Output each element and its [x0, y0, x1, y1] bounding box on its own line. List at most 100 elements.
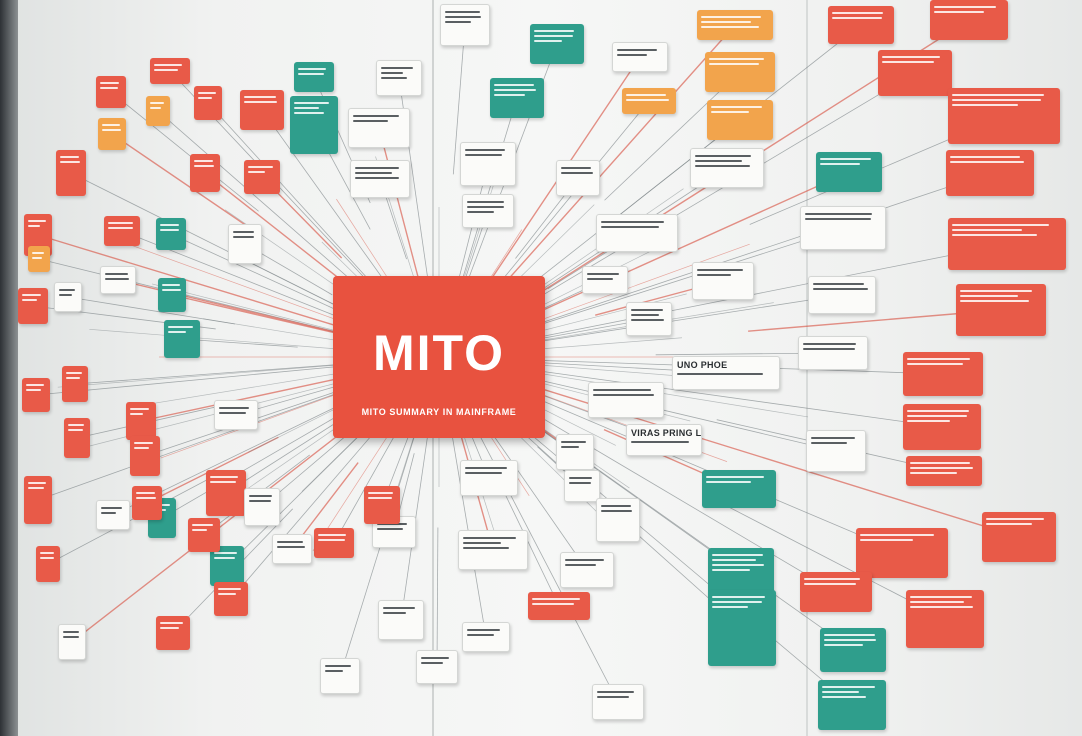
mindmap-node-card	[560, 552, 614, 588]
node-text-line	[561, 441, 586, 443]
node-text-line	[712, 559, 757, 561]
mindmap-node-card	[104, 216, 140, 246]
node-text-line	[561, 172, 594, 174]
node-text-line	[813, 288, 868, 290]
mindmap-node-card	[378, 600, 424, 640]
mindmap-node-card	[982, 512, 1056, 562]
node-text-line	[162, 284, 180, 286]
node-text-line	[32, 257, 43, 259]
node-text-line	[910, 601, 964, 603]
connector-line	[181, 338, 298, 348]
node-text-line	[68, 424, 84, 426]
node-text-line	[248, 171, 266, 173]
node-text-line	[907, 420, 951, 422]
node-text-line	[355, 172, 392, 174]
mindmap-node-card	[818, 680, 886, 730]
node-text-line	[465, 467, 508, 469]
mindmap-node-card	[708, 590, 776, 666]
node-text-line	[565, 564, 596, 566]
node-text-line	[325, 665, 352, 667]
node-text-line	[32, 252, 45, 254]
node-text-line	[534, 35, 573, 37]
connector-line	[111, 133, 260, 235]
node-text-line	[160, 224, 180, 226]
node-text-line	[28, 482, 46, 484]
mindmap-node-card	[612, 42, 668, 72]
mindmap-node-card	[272, 534, 312, 564]
mindmap-node-card	[64, 418, 90, 458]
node-text-line	[381, 67, 413, 69]
mindmap-node-card	[906, 456, 982, 486]
node-text-line	[68, 429, 83, 431]
mindmap-node-card	[708, 548, 774, 596]
node-text-line	[154, 69, 179, 71]
node-text-line	[63, 631, 79, 633]
connector-line	[504, 493, 560, 607]
mindmap-node-card	[150, 58, 190, 84]
node-text-line	[587, 273, 619, 275]
node-text-line	[820, 158, 872, 160]
node-text-line	[465, 154, 503, 156]
node-text-line	[986, 518, 1045, 520]
node-text-line	[26, 389, 41, 391]
node-text-line	[882, 56, 941, 58]
mindmap-node-card	[348, 108, 410, 148]
node-text-line	[597, 696, 629, 698]
mindmap-node-card	[828, 6, 894, 44]
node-text-line	[910, 467, 973, 469]
mindmap-node-card	[460, 142, 516, 186]
node-text-line	[368, 492, 393, 494]
node-text-line	[534, 30, 575, 32]
node-text-line	[325, 670, 344, 672]
node-text-line	[355, 177, 399, 179]
node-text-line	[804, 578, 861, 580]
node-text-line	[22, 294, 42, 296]
node-text-line	[601, 510, 633, 512]
mindmap-node-card	[596, 498, 640, 542]
mindmap-node-card	[906, 590, 984, 648]
node-text-line	[463, 547, 509, 549]
node-text-line	[950, 161, 1025, 163]
mindmap-node-card	[36, 546, 60, 582]
node-text-line	[445, 16, 481, 18]
mindmap-node-card: UNO PHOE	[672, 356, 780, 390]
node-text-line	[534, 40, 563, 42]
mindmap-node-card	[948, 88, 1060, 144]
node-text-line	[695, 165, 751, 167]
node-text-line	[40, 552, 55, 554]
node-text-line	[134, 442, 154, 444]
mindmap-node-card	[416, 650, 458, 684]
mindmap-node-card	[705, 52, 775, 92]
node-text-line	[353, 120, 388, 122]
node-text-line	[832, 12, 884, 14]
node-text-line	[294, 107, 319, 109]
mindmap-node-card	[290, 96, 338, 154]
node-text-line	[60, 161, 80, 163]
node-text-line	[952, 224, 1049, 226]
node-text-line	[561, 167, 591, 169]
node-text-line	[214, 552, 237, 554]
node-text-line	[631, 441, 690, 443]
node-text-line	[626, 94, 667, 96]
node-text-line	[108, 222, 133, 224]
node-text-line	[561, 446, 579, 448]
mindmap-node-card	[62, 366, 88, 402]
node-text-line	[804, 583, 857, 585]
node-text-line	[952, 99, 1042, 101]
node-text-line	[494, 89, 536, 91]
node-text-line	[811, 437, 855, 439]
mindmap-node-card	[376, 60, 422, 96]
node-text-line	[950, 156, 1021, 158]
node-text-line	[907, 363, 964, 365]
central-topic-card: MITO MITO SUMMARY IN MAINFRAME	[333, 276, 545, 438]
mindmap-node-card	[18, 288, 48, 324]
node-text-line	[907, 410, 969, 412]
node-text-line	[353, 115, 399, 117]
mindmap-node-card	[98, 118, 126, 150]
mindmap-node-card	[214, 582, 248, 616]
node-text-line	[617, 49, 658, 51]
node-text-line	[218, 588, 241, 590]
node-text-line	[593, 394, 655, 396]
node-text-line	[102, 124, 120, 126]
